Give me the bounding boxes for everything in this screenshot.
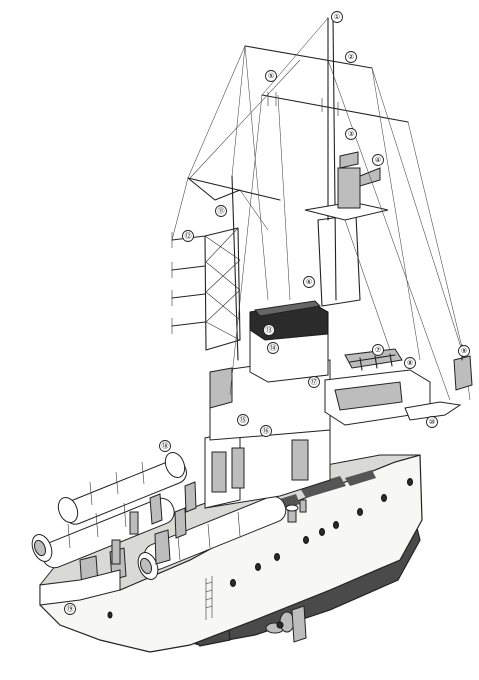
svg-text:⑥: ⑥ [306, 278, 312, 286]
svg-text:⑭: ⑭ [270, 344, 277, 352]
svg-text:①: ① [334, 13, 340, 21]
torpedo-tube-rear [57, 451, 187, 525]
svg-text:②: ② [348, 53, 354, 61]
svg-text:⑮: ⑮ [240, 416, 247, 424]
svg-text:⑧: ⑧ [407, 359, 413, 367]
svg-text:⑯: ⑯ [263, 427, 270, 435]
torpedo-tube-front [31, 497, 175, 569]
svg-text:⑪: ⑪ [218, 207, 225, 215]
mast-equipment [337, 167, 361, 209]
callout-9: ⑨ [458, 345, 470, 357]
callout-14: ⑭ [267, 342, 279, 354]
torpedo-launchers [31, 451, 287, 606]
deckhouse-door-3 [291, 439, 309, 481]
rudder [291, 605, 307, 643]
svg-text:④: ④ [375, 156, 381, 164]
forward-guns [285, 499, 307, 523]
top-yard [244, 45, 373, 69]
svg-text:⑬: ⑬ [266, 326, 273, 334]
callout-1: ① [331, 11, 343, 23]
callout-15: ⑮ [237, 414, 249, 426]
svg-text:⑦: ⑦ [375, 346, 381, 354]
callout-3: ③ [345, 128, 357, 140]
superstructure [204, 300, 462, 523]
deckhouse-door [211, 451, 227, 493]
callout-17: ⑰ [308, 376, 320, 388]
hull-ladder [205, 576, 213, 620]
callout-18: ⑱ [159, 440, 171, 452]
svg-text:⑰: ⑰ [311, 378, 318, 386]
callout-10: ⑩ [426, 416, 438, 428]
svg-text:⑨: ⑨ [461, 347, 467, 355]
callout-11: ⑪ [215, 205, 227, 217]
callout-16: ⑯ [260, 425, 272, 437]
callout-4: ④ [372, 154, 384, 166]
svg-text:⑱: ⑱ [162, 442, 169, 450]
deckhouse-door-2 [231, 447, 245, 489]
callout-6: ⑥ [303, 276, 315, 288]
lookout-platform [304, 201, 389, 221]
svg-text:③: ③ [348, 130, 354, 138]
callout-2: ② [345, 51, 357, 63]
svg-text:⑩: ⑩ [429, 418, 435, 426]
funnel-body [249, 329, 329, 383]
svg-text:⑤: ⑤ [268, 72, 274, 80]
torpedo-tube-middle [137, 495, 287, 580]
callout-19: ⑲ [64, 603, 76, 615]
callout-7: ⑦ [372, 344, 384, 356]
portholes [107, 478, 413, 619]
callout-8: ⑧ [404, 357, 416, 369]
callout-5: ⑤ [265, 70, 277, 82]
rigging-lines [171, 17, 471, 401]
bridge-wing [404, 401, 462, 421]
propeller [265, 611, 295, 634]
callout-13: ⑬ [263, 324, 275, 336]
callout-12: ⑫ [182, 230, 194, 242]
stern-deck-box [39, 569, 121, 606]
svg-text:⑲: ⑲ [67, 605, 74, 613]
svg-text:⑫: ⑫ [185, 232, 192, 240]
